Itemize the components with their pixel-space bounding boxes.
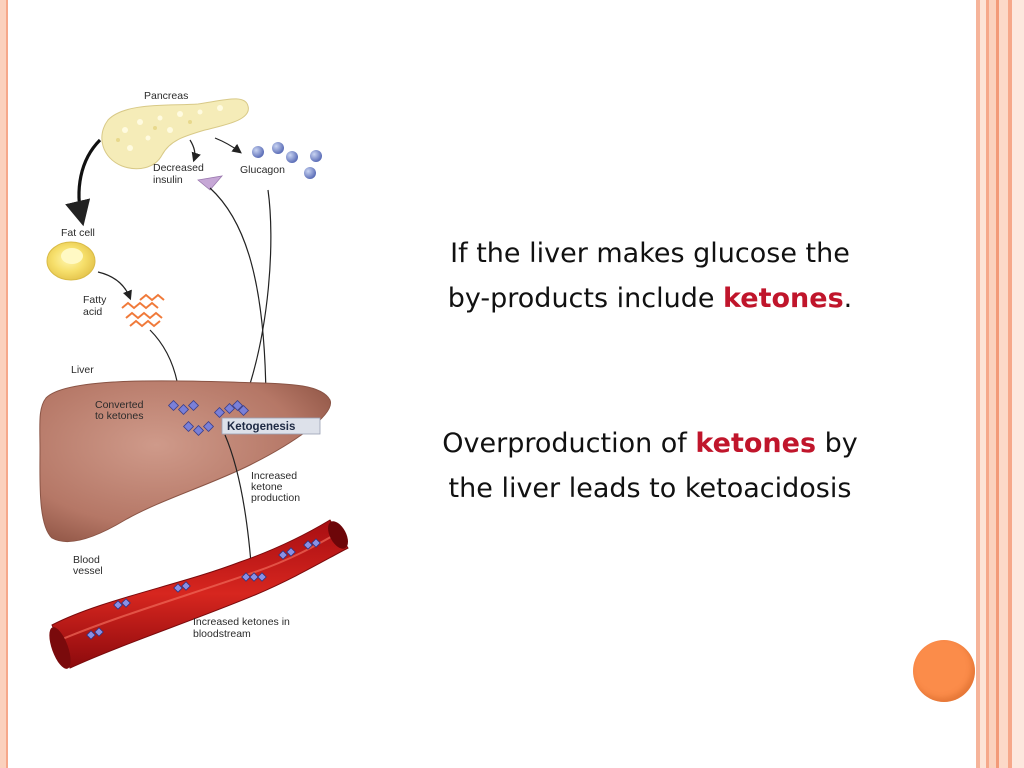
arrow-fat-to-fatty-acid [97,271,132,301]
label-decreased: Decreased [153,162,204,174]
label-acid: acid [83,306,102,318]
blood-ketone-molecules [86,538,321,640]
glucagon-molecules [252,142,322,179]
ketogenesis-badge [221,417,321,435]
label-fat-cell: Fat cell [61,227,95,239]
p2-line1-post: by [816,428,858,459]
p1-line1: If the liver makes glucose the [450,238,850,269]
paragraph-ketoacidosis: Overproduction of ketones by the liver l… [395,421,905,511]
label-increased: Increased [251,470,297,482]
paragraph-glucose-byproducts: If the liver makes glucose the by-produc… [395,231,905,321]
p2-line2: the liver leads to ketoacidosis [448,473,852,504]
p2-line1: Overproduction of ketones by [395,421,905,466]
fatty-acid-chains [121,293,165,328]
p1-line2-pre: by-products include [447,283,724,314]
ketogenesis-diagram: Pancreas Decreased insulin Glucagon Fat … [30,80,370,680]
arrow-insulin-to-liver [209,187,271,403]
insulin-triangle-icon [197,175,224,191]
pancreas-shape [101,98,249,170]
liver-ketone-molecules [167,399,250,437]
label-vessel: vessel [73,565,103,577]
left-border-stripe [0,0,6,768]
label-increased-ketones: Increased ketones in [193,616,290,628]
right-border [976,0,1024,768]
p1-line2-post: . [843,283,853,314]
p2-line1-pre: Overproduction of [442,428,696,459]
p1-line2: by-products include ketones. [395,276,905,321]
label-glucagon: Glucagon [240,164,285,176]
fat-cell-shape [46,241,96,281]
blood-vessel-shape [49,519,349,669]
label-ketogenesis: Ketogenesis [227,421,295,433]
arrow-glucagon-to-liver [241,189,272,405]
arrow-pancreas-to-fat [65,138,102,227]
label-blood: Blood [73,554,100,566]
highlight-ketones-2: ketones [695,428,817,459]
label-fatty: Fatty [83,294,107,306]
arrow-liver-to-blood [224,434,257,579]
liver-shape [39,380,331,542]
decorative-circle [913,640,975,702]
arrow-pancreas-to-insulin [189,139,201,163]
arrow-pancreas-to-glucagon [214,137,242,154]
left-border-line [6,0,8,768]
highlight-ketones-1: ketones [723,283,844,314]
label-to-ketones: to ketones [95,410,143,422]
label-production: production [251,492,300,504]
label-pancreas: Pancreas [144,90,188,102]
label-ketone: ketone [251,481,283,493]
label-converted: Converted [95,399,144,411]
label-bloodstream: bloodstream [193,628,251,640]
label-insulin: insulin [153,174,183,186]
label-liver: Liver [71,364,94,376]
